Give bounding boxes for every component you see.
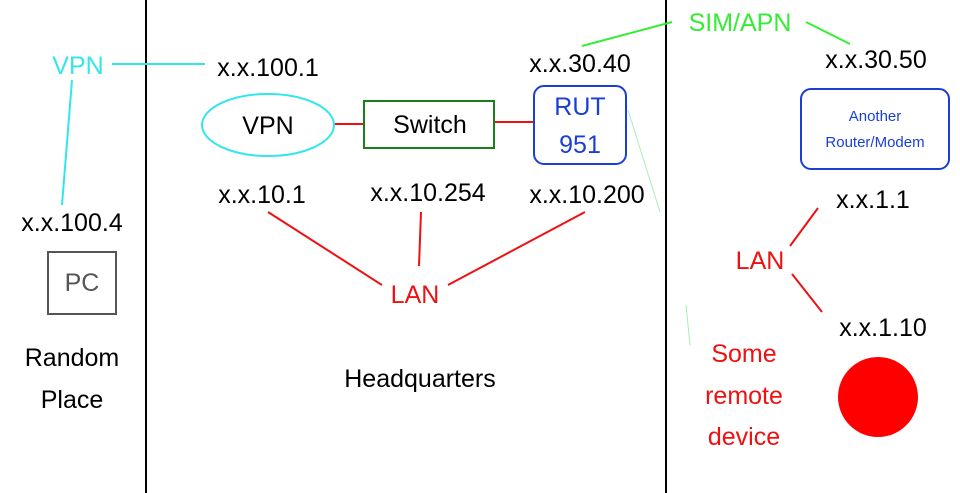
remote-device-label-line3: device [708,423,780,451]
link-lan-vpn [267,211,383,286]
remote-lan-label: LAN [736,247,785,275]
sim-link-left [581,21,673,47]
switch-lan-ip-label: x.x.10.254 [370,179,485,207]
remote-wan-ip-label: x.x.30.50 [825,46,926,74]
pc-node-shape [47,251,117,315]
pc-ip-label: x.x.100.4 [21,209,123,237]
pc-label: PC [65,269,100,297]
remote-router-label-line1: Another [849,108,902,125]
remote-router-label-line2: Router/Modem [825,134,924,151]
rut-label-line2: 951 [559,131,601,159]
faint-line-1 [627,109,661,213]
hq-vpn-ip-label: x.x.100.1 [217,54,318,82]
random-place-label-line1: Random [25,344,120,372]
link-remote-lan-device [791,273,823,313]
rut-label-line1: RUT [554,93,605,121]
remote-device-label-line1: Some [711,340,776,368]
hq-lan-label: LAN [391,281,440,309]
random-place-label-line2: Place [41,386,104,414]
headquarters-label: Headquarters [344,365,495,393]
sim-link-right [805,21,851,45]
vpn-lan-ip-label: x.x.10.1 [218,181,306,209]
vpn-node-shape [201,93,335,157]
faint-line-2 [685,304,691,346]
hq-vpn-node-label: VPN [242,112,293,140]
random-vpn-label: VPN [52,52,103,80]
remote-router-lan-ip-label: x.x.1.1 [836,186,910,214]
rut-lan-ip-label: x.x.10.200 [529,181,644,209]
remote-device-dot [838,357,918,437]
sim-apn-label: SIM/APN [689,9,792,37]
remote-router-shape [800,88,950,170]
rut-node-shape [533,85,627,165]
vpn-link-to-pc [61,79,73,206]
link-remote-lan-router [789,207,819,247]
rut-wan-ip-label: x.x.30.40 [529,50,630,78]
remote-device-label-line2: remote [705,382,783,410]
link-lan-switch [418,211,422,267]
switch-node-label: Switch [393,111,467,139]
switch-node-shape [363,100,495,149]
link-lan-rut [447,211,586,286]
remote-device-ip-label: x.x.1.10 [839,314,927,342]
